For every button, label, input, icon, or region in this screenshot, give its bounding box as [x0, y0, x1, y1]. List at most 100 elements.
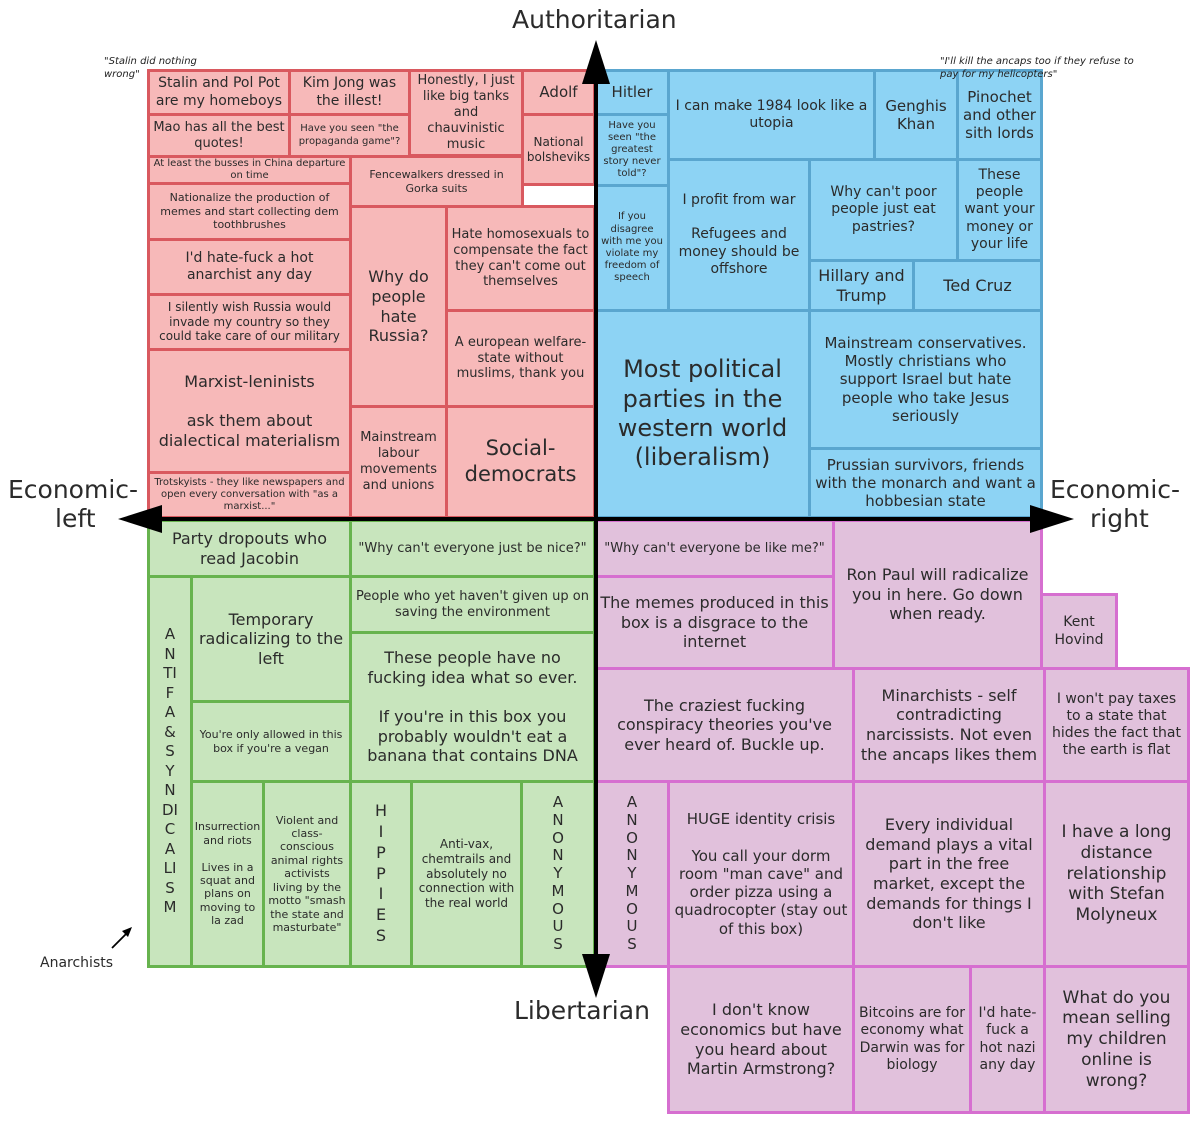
box-text: Anti-vax, chemtrails and absolutely no c… [418, 837, 515, 910]
box-martin-armstrong: I don't know economics but have you hear… [667, 965, 855, 1114]
box-text: People who yet haven't given up on savin… [356, 588, 589, 620]
box-prussian-survivors: Prussian survivors, friends with the mon… [808, 447, 1043, 519]
box-text: Ted Cruz [943, 275, 1012, 295]
box-text: I can make 1984 look like a utopia [675, 97, 868, 131]
box-hate-nazi: I'd hate-fuck a hot nazi any day [969, 965, 1046, 1114]
box-hate-russia: Why do people hate Russia? [349, 205, 448, 408]
box-text: Why can't poor people just eat pastries? [830, 184, 937, 235]
box-text: Most political parties in the western wo… [617, 355, 788, 472]
box-text: Violent and class-conscious animal right… [268, 813, 346, 934]
box-text: I don't know economics but have you hear… [680, 1000, 842, 1079]
box-text: Adolf [539, 83, 578, 102]
box-text: Mao has all the best quotes! [153, 119, 285, 151]
box-propaganda-game: Have you seen "the propaganda game"? [288, 113, 411, 158]
axis-label-left-1: Economic- [8, 475, 139, 504]
box-pinochet: Pinochet and other sith lords [956, 69, 1043, 161]
box-busses: At least the busses in China departure o… [147, 155, 352, 185]
box-ted-cruz: Ted Cruz [912, 259, 1043, 312]
box-anonymous-right: ANONYMOUS [594, 780, 670, 968]
box-eat-pastries: Why can't poor people just eat pastries? [808, 158, 959, 262]
box-text: Hitler [611, 83, 653, 102]
box-text: These people want your money or your lif… [964, 167, 1035, 252]
box-stalin: Stalin and Pol Pot are my homeboys [147, 69, 291, 116]
anarchists-label: Anarchists [40, 955, 114, 971]
box-text: Honestly, I just like big tanks and chau… [417, 73, 515, 152]
box-text: Bitcoins are for economy what Darwin was… [858, 1005, 966, 1073]
box-text: Genghis Khan [885, 96, 947, 133]
box-social-democrats: Social-democrats [445, 405, 596, 519]
box-memes: Nationalize the production of memes and … [147, 182, 352, 241]
box-minarchists: Minarchists - self contradicting narciss… [852, 667, 1046, 783]
box-animal-rights: Violent and class-conscious animal right… [262, 780, 352, 968]
box-text: If you disagree with me you violate my f… [601, 211, 663, 284]
box-hate-anarchist: I'd hate-fuck a hot anarchist any day [147, 238, 352, 296]
axis-label-bottom: Libertarian [514, 996, 650, 1025]
quote-stalin: "Stalin did nothing wrong" [104, 56, 197, 80]
box-text: Marxist-leninists ask them about dialect… [158, 371, 341, 450]
box-text: "Why can't everyone just be nice?" [358, 540, 587, 556]
box-european-welfare: A european welfare-state without muslims… [445, 309, 596, 408]
box-conspiracy-theories: The craziest fucking conspiracy theories… [594, 667, 855, 783]
box-ron-paul: Ron Paul will radicalize you in here. Go… [832, 519, 1043, 670]
box-text: Party dropouts who read Jacobin [171, 528, 328, 568]
box-text: Hate homosexuals to compensate the fact … [451, 226, 590, 290]
box-text: Why do people hate Russia? [368, 267, 429, 346]
box-text: Temporary radicalizing to the left [198, 609, 344, 668]
box-text: Pinochet and other sith lords [963, 87, 1036, 143]
box-flat-earth: I won't pay taxes to a state that hides … [1043, 667, 1190, 783]
box-marxist-leninists: Marxist-leninists ask them about dialect… [147, 348, 352, 474]
box-text: The memes produced in this box is a disg… [600, 593, 829, 652]
box-1984-utopia: I can make 1984 look like a utopia [667, 69, 876, 161]
box-adolf: Adolf [521, 69, 596, 116]
box-text: ANTIFA & SYNDICALISM [162, 625, 178, 917]
box-text: Have you seen "the greatest story never … [603, 119, 661, 180]
box-text: Hillary and Trump [818, 265, 905, 305]
box-text: Kim Jong was the illest! [302, 75, 397, 109]
box-text: Trotskyists - they like newspapers and o… [154, 476, 345, 513]
box-genghis-khan: Genghis Khan [873, 69, 959, 161]
box-hippies: HIPPIES [349, 780, 413, 968]
box-text: The craziest fucking conspiracy theories… [617, 695, 832, 754]
box-hillary-trump: Hillary and Trump [808, 259, 915, 312]
box-text: Every individual demand plays a vital pa… [865, 815, 1033, 933]
box-kim-jong: Kim Jong was the illest! [288, 69, 411, 116]
box-text: ANONYMOUS [625, 793, 639, 953]
axis-label-right-2: right [1090, 504, 1149, 533]
box-just-be-nice: "Why can't everyone just be nice?" [349, 519, 596, 578]
box-text: Have you seen "the propaganda game"? [298, 123, 401, 147]
box-stefan-molyneux: I have a long distance relationship with… [1043, 780, 1190, 968]
box-text: These people have no fucking idea what s… [367, 648, 578, 766]
box-bitcoins-darwin: Bitcoins are for economy what Darwin was… [852, 965, 972, 1114]
box-text: Insurrection and riots Lives in a squat … [194, 820, 261, 928]
box-selling-children: What do you mean selling my children onl… [1043, 965, 1190, 1114]
box-text: You're only allowed in this box if you'r… [199, 728, 343, 755]
box-text: Minarchists - self contradicting narciss… [860, 685, 1038, 764]
box-text: Mainstream conservatives. Mostly christi… [824, 333, 1027, 425]
box-text: National bolsheviks [526, 134, 591, 164]
box-mainstream-labour: Mainstream labour movements and unions [349, 405, 448, 519]
axis-label-right-1: Economic- [1050, 475, 1181, 504]
box-text: Kent Hovind [1054, 614, 1104, 648]
anarchists-arrow-line [111, 929, 131, 949]
box-anonymous-left: ANONYMOUS [520, 780, 596, 968]
box-money-or-life: These people want your money or your lif… [956, 158, 1043, 262]
box-text: A european welfare-state without muslims… [454, 334, 587, 382]
box-text: Nationalize the production of memes and … [160, 191, 339, 232]
box-free-market-demand: Every individual demand plays a vital pa… [852, 780, 1046, 968]
box-text: Mainstream labour movements and unions [359, 430, 438, 493]
box-memes-disgrace: The memes produced in this box is a disg… [594, 575, 835, 670]
box-text: At least the busses in China departure o… [153, 157, 346, 181]
box-text: Social-democrats [464, 436, 577, 486]
axis-label-left-2: left [55, 504, 96, 533]
box-anti-vax: Anti-vax, chemtrails and absolutely no c… [410, 780, 523, 968]
anarchists-arrow-icon [122, 927, 132, 937]
box-freedom-of-speech: If you disagree with me you violate my f… [594, 184, 670, 312]
box-identity-crisis: HUGE identity crisis You call your dorm … [667, 780, 855, 968]
box-liberalism: Most political parties in the western wo… [594, 309, 811, 519]
box-text: "Why can't everyone be like me?" [604, 540, 825, 556]
box-hate-homosexuals: Hate homosexuals to compensate the fact … [445, 205, 596, 312]
box-temporary-radicalizing: Temporary radicalizing to the left [190, 575, 352, 703]
box-saving-environment: People who yet haven't given up on savin… [349, 575, 596, 634]
box-insurrection-riots: Insurrection and riots Lives in a squat … [190, 780, 265, 968]
box-vegan: You're only allowed in this box if you'r… [190, 700, 352, 783]
